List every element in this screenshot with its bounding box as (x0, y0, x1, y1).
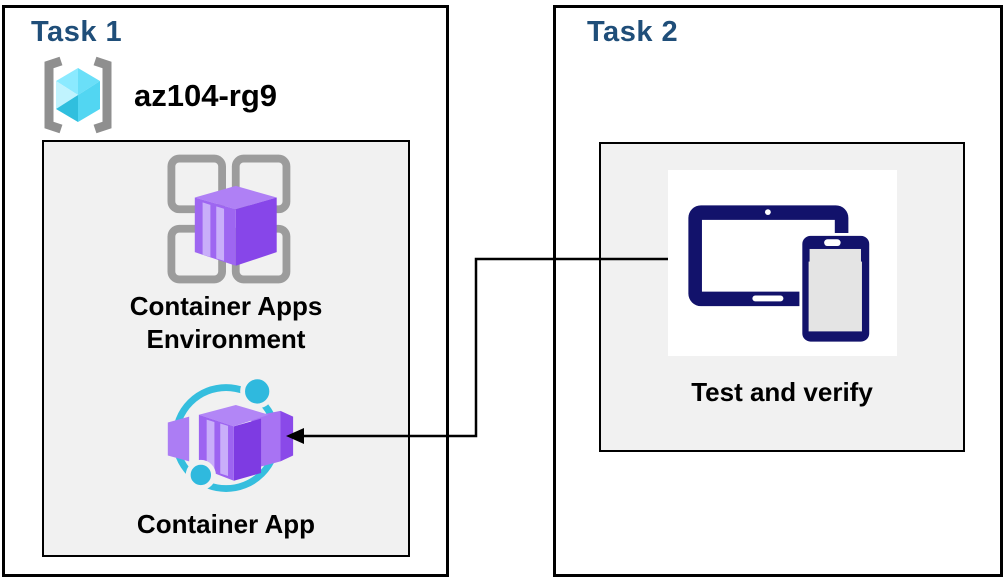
container-app-icon (167, 374, 294, 492)
container-apps-environment-icon (167, 154, 291, 284)
resource-group-name: az104-rg9 (134, 78, 278, 113)
container-app-label: Container App (136, 509, 316, 539)
resource-group-icon (44, 56, 112, 134)
devices-icon (688, 205, 873, 344)
devices-icon-card (668, 170, 897, 356)
task2-title: Task 2 (587, 16, 679, 48)
test-and-verify-label: Test and verify (691, 377, 873, 407)
environment-label: Container Apps Environment (129, 291, 323, 355)
task1-title: Task 1 (31, 16, 123, 48)
